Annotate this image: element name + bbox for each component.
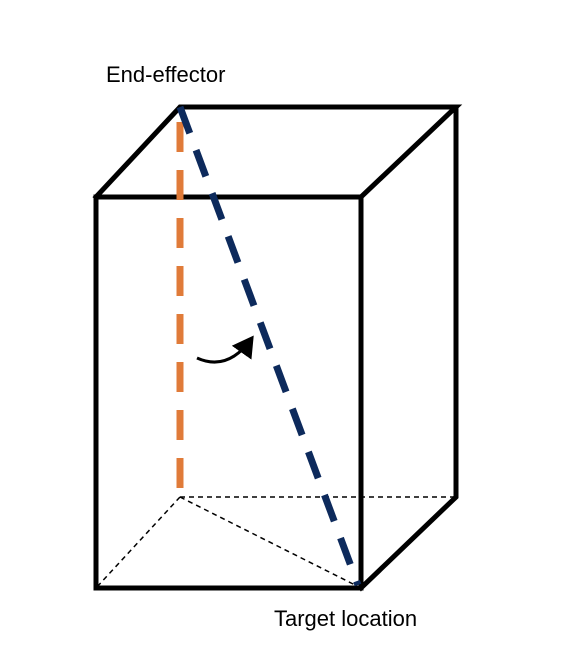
box-front-face bbox=[93, 194, 364, 591]
box-top-face bbox=[92, 104, 463, 201]
target-location-label: Target location bbox=[274, 606, 418, 631]
floor-dashed-lines bbox=[95, 496, 456, 589]
end-effector-label: End-effector bbox=[106, 62, 226, 87]
rotation-arrow-icon bbox=[196, 335, 254, 364]
floor-line-left bbox=[95, 496, 181, 589]
floor-line-to-target bbox=[179, 496, 362, 589]
box-wireframe bbox=[92, 104, 463, 592]
diagonal-dashed-line bbox=[176, 105, 362, 587]
box-right-face bbox=[357, 104, 459, 592]
